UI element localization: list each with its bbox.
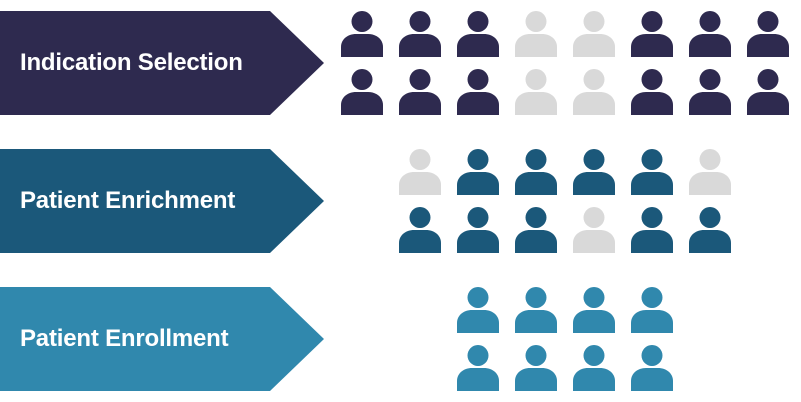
person-icon bbox=[340, 11, 384, 57]
person-icon bbox=[514, 11, 558, 57]
arrow-shape bbox=[0, 149, 324, 253]
person-icon bbox=[456, 345, 500, 391]
person-icon bbox=[514, 287, 558, 333]
stage-arrow: Patient Enrollment bbox=[0, 287, 324, 391]
person-icon bbox=[398, 207, 442, 253]
person-icon bbox=[398, 149, 442, 195]
person-icon bbox=[456, 149, 500, 195]
person-icon bbox=[456, 207, 500, 253]
person-icon bbox=[340, 69, 384, 115]
person-icon bbox=[630, 287, 674, 333]
stage-label: Patient Enrichment bbox=[20, 187, 236, 214]
person-icon bbox=[456, 69, 500, 115]
person-icon bbox=[572, 345, 616, 391]
person-icon bbox=[630, 207, 674, 253]
person-icon bbox=[630, 11, 674, 57]
person-icon bbox=[572, 69, 616, 115]
person-icon bbox=[514, 207, 558, 253]
person-icon bbox=[398, 11, 442, 57]
person-icon bbox=[688, 149, 732, 195]
person-icon bbox=[572, 11, 616, 57]
person-icon bbox=[688, 11, 732, 57]
person-icon bbox=[746, 69, 790, 115]
person-icon bbox=[630, 69, 674, 115]
person-icon bbox=[746, 11, 790, 57]
person-icon bbox=[630, 149, 674, 195]
person-icon bbox=[688, 207, 732, 253]
person-icon bbox=[572, 149, 616, 195]
person-icon bbox=[630, 345, 674, 391]
person-icon bbox=[456, 287, 500, 333]
person-icon bbox=[456, 11, 500, 57]
arrow-shape bbox=[0, 11, 324, 115]
stage-patient-enrollment: Patient Enrollment bbox=[0, 287, 801, 391]
person-icon bbox=[514, 345, 558, 391]
stage-label: Indication Selection bbox=[20, 49, 243, 76]
person-icon bbox=[514, 69, 558, 115]
arrow-shape bbox=[0, 287, 324, 391]
person-icon bbox=[398, 69, 442, 115]
stage-patient-enrichment: Patient Enrichment bbox=[0, 149, 801, 253]
person-icon bbox=[514, 149, 558, 195]
stage-label: Patient Enrollment bbox=[20, 325, 229, 352]
stage-indication-selection: Indication Selection bbox=[0, 11, 801, 115]
person-icon bbox=[572, 287, 616, 333]
person-icon bbox=[572, 207, 616, 253]
stage-arrow: Patient Enrichment bbox=[0, 149, 324, 253]
person-icon bbox=[688, 69, 732, 115]
stage-arrow: Indication Selection bbox=[0, 11, 324, 115]
